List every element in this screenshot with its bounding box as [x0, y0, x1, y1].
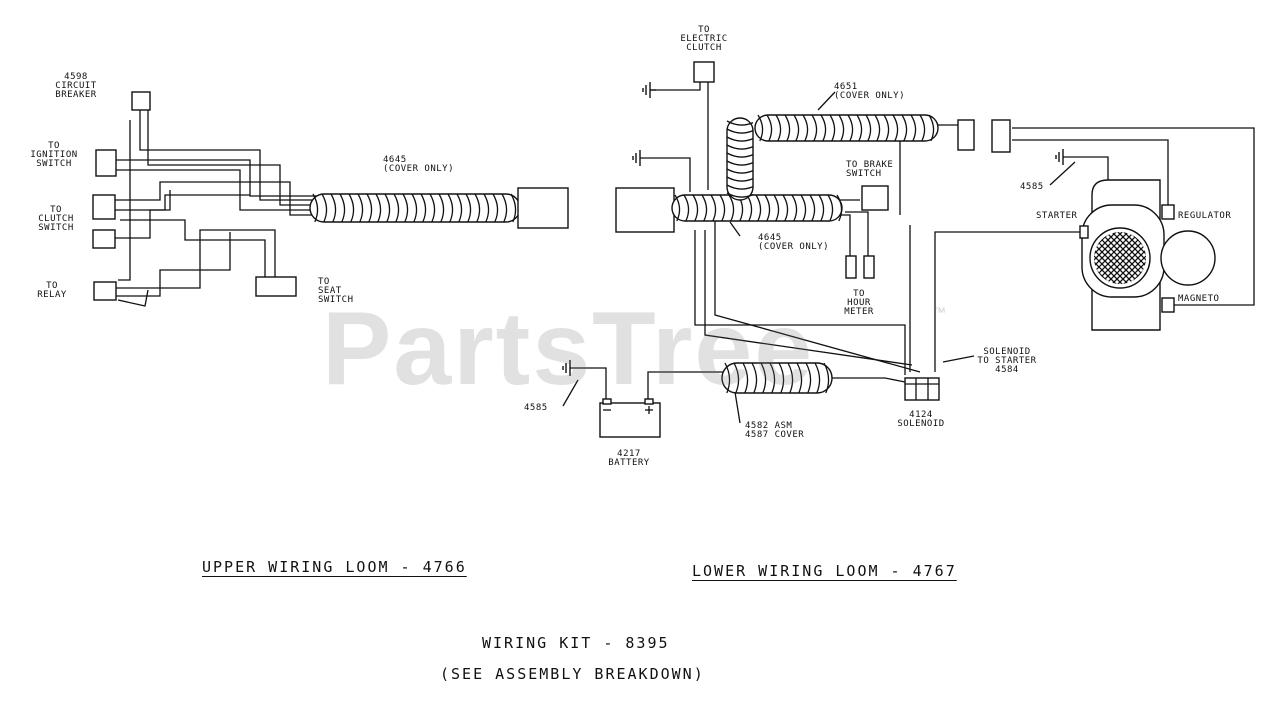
clutch-switch-connector-a [92, 194, 116, 220]
brake-switch-connector [861, 185, 889, 211]
label-seat-switch: TO SEAT SWITCH [318, 277, 354, 305]
upper-loom-wiring [115, 110, 320, 307]
label-battery-cable: 4582 ASM 4587 COVER [745, 421, 805, 440]
watermark: PartsTree [322, 291, 815, 407]
label-cover-4651: 4651 (COVER ONLY) [834, 82, 906, 101]
label-magneto: MAGNETO [1178, 294, 1220, 304]
title-assembly-note: (SEE ASSEMBLY BREAKDOWN) [440, 665, 705, 683]
label-solenoid-to-starter: SOLENOID TO STARTER 4584 [977, 347, 1037, 375]
cover-4651 [754, 114, 939, 142]
label-relay: TO RELAY [37, 281, 67, 300]
lower-loom-wiring [562, 80, 1255, 424]
label-electric-clutch: TO ELECTRIC CLUTCH [680, 25, 728, 53]
label-lower-4645: 4645 (COVER ONLY) [758, 233, 830, 252]
battery [599, 398, 661, 438]
label-brake-switch: TO BRAKE SWITCH [846, 160, 894, 179]
cover-4651-bend [726, 117, 754, 201]
title-wiring-kit: WIRING KIT - 8395 [482, 634, 670, 652]
regulator-lead-connector [991, 119, 1011, 153]
solenoid [904, 377, 940, 401]
magneto-flywheel [1160, 230, 1216, 286]
label-upper-4645: 4645 (COVER ONLY) [383, 155, 455, 174]
lower-loom-main-connector [615, 187, 675, 233]
cover-4651-end-connector [957, 119, 975, 151]
hour-meter-connector-a [845, 255, 857, 279]
label-clutch-switch: TO CLUTCH SWITCH [38, 205, 74, 233]
ignition-switch-connector [95, 149, 117, 177]
label-regulator: REGULATOR [1178, 211, 1232, 221]
hour-meter-connector-b [863, 255, 875, 279]
upper-loom-main-connector [517, 187, 569, 229]
circuit-breaker-connector [131, 91, 151, 111]
label-circuit-breaker: 4598 CIRCUIT BREAKER [55, 72, 97, 100]
label-solenoid: 4124 SOLENOID [897, 410, 945, 429]
label-battery: 4217 BATTERY [608, 449, 650, 468]
electric-clutch-connector [693, 61, 715, 83]
ground-symbol-clutch [642, 82, 656, 98]
title-lower-wiring-loom: LOWER WIRING LOOM - 4767 [692, 562, 957, 580]
regulator-terminal [1161, 204, 1175, 220]
upper-4645-cover [309, 193, 521, 223]
relay-connector [93, 281, 117, 301]
flywheel-grille [1094, 232, 1146, 284]
label-ground-4585-bottom: 4585 [524, 403, 548, 413]
battery-cable-cover [721, 362, 833, 394]
label-hour-meter: TO HOUR METER [844, 289, 874, 317]
magneto-terminal [1161, 297, 1175, 313]
ground-symbol-mid [632, 150, 641, 166]
seat-switch-connector [255, 276, 297, 297]
ground-symbol-battery [562, 360, 571, 376]
watermark-trademark: ™ [932, 304, 946, 320]
label-starter: STARTER [1036, 211, 1078, 221]
clutch-switch-connector-b [92, 229, 116, 249]
title-upper-wiring-loom: UPPER WIRING LOOM - 4766 [202, 558, 467, 576]
ground-symbol-right [1055, 149, 1064, 165]
label-ignition-switch: TO IGNITION SWITCH [30, 141, 78, 169]
lower-4645-cover [671, 194, 843, 222]
label-ground-4585-top: 4585 [1020, 182, 1044, 192]
starter-terminal [1079, 225, 1089, 239]
